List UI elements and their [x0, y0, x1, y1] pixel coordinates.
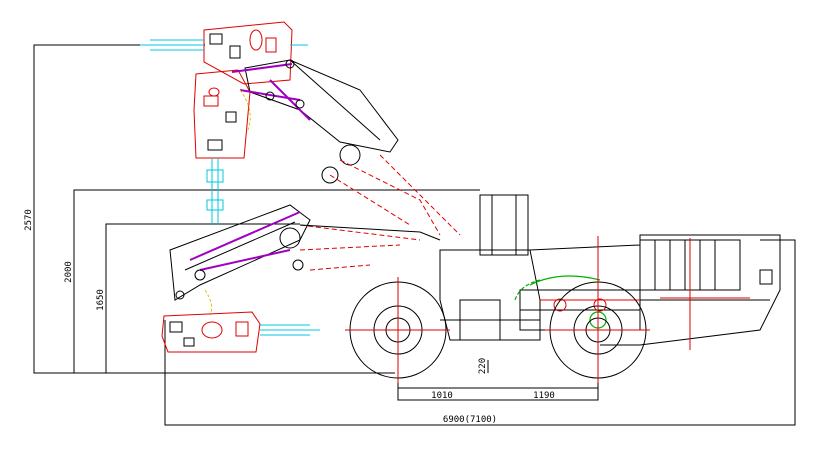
dim-lower-height: 1650: [96, 289, 106, 311]
dim-rear-axle-offset: 1190: [533, 391, 555, 401]
dim-front-axle-offset: 1010: [431, 391, 453, 401]
raised-bucket-assembly: [140, 21, 399, 225]
dim-overall-length: 6900(7100): [443, 415, 497, 425]
dim-dump-height: 2000: [64, 261, 74, 283]
dim-max-dump-height: 2570: [24, 209, 34, 231]
swing-path-lines: [299, 154, 461, 271]
lowered-bucket-assembly: [161, 204, 441, 353]
rear-wheel: [545, 236, 650, 383]
dimension-lines: [33, 44, 796, 426]
loader-chassis: [439, 194, 781, 350]
dim-ground-clearance: 220: [478, 358, 488, 374]
front-wheel: [345, 277, 450, 383]
